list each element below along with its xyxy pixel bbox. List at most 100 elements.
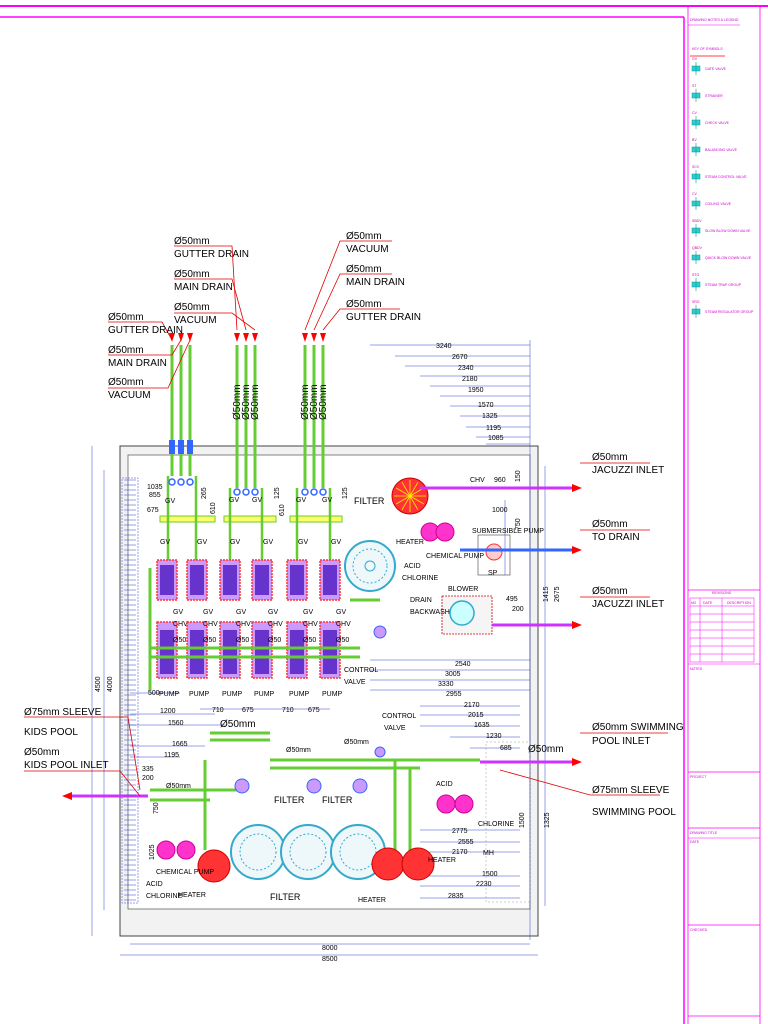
legend-label: COILING VALVE <box>705 202 732 206</box>
pump-label: PUMP <box>159 691 180 698</box>
legend-code: BV <box>692 138 697 142</box>
pump-chv-label: CHV <box>303 621 318 628</box>
notes-label: NOTES <box>690 667 703 671</box>
dim-bottom-3: 1500 <box>482 871 498 878</box>
chv-label-top: CHV <box>470 477 485 484</box>
riser-arrows <box>169 333 326 342</box>
top-valve-label: VALVE <box>344 679 366 686</box>
gv-label-9: GV <box>263 539 273 546</box>
gv-label-5: GV <box>322 497 332 504</box>
dim-mid-0: 2540 <box>455 661 471 668</box>
dim-pump-0: 710 <box>212 707 224 714</box>
pump-label: PUMP <box>289 691 310 698</box>
lower-pipework <box>150 731 480 860</box>
right-gutter-label: GUTTER DRAIN <box>346 312 421 323</box>
lower-acid-label: ACID <box>146 881 163 888</box>
right-wall-hatch <box>485 741 531 903</box>
right-outlet-pipes <box>420 484 582 766</box>
to-drain-label: TO DRAIN <box>592 532 640 543</box>
pump-label: PUMP <box>254 691 275 698</box>
legend-code: GV <box>692 57 698 61</box>
lower-filter-label-2: FILTER <box>322 795 353 805</box>
top-chemical-pumps: CHEMICAL PUMP ACID CHLORINE <box>402 522 484 582</box>
gv-label-2: GV <box>229 497 239 504</box>
dim-bottom-1: 2555 <box>458 839 474 846</box>
lower-heater-label-2: HEATER <box>358 897 386 904</box>
date-label: DATE <box>690 840 700 844</box>
dim-overall-h1: 4500 <box>95 676 102 692</box>
jacuzzi-1-label: JACUZZI INLET <box>592 465 664 476</box>
legend-label: STEAM TRAP GROUP <box>705 283 742 287</box>
dim-left-7: 1025 <box>149 844 156 860</box>
steam-regulator-group-icon <box>691 305 701 318</box>
pump-d50-label: Ø50 <box>173 637 186 644</box>
sheet-frame <box>0 5 768 1024</box>
legend-code: STG <box>692 273 699 277</box>
d50mm-label-1: Ø50mm <box>220 719 256 730</box>
dim-overall-w2: 8500 <box>322 956 338 963</box>
pump-gv-label: GV <box>303 609 313 616</box>
top-heater: HEATER <box>391 477 429 546</box>
right-gutter-size: Ø50mm <box>346 299 382 310</box>
left-gutter-size: Ø50mm <box>108 312 144 323</box>
dim-mid-1: 3005 <box>445 671 461 678</box>
riser-pipes <box>170 345 325 488</box>
lower-heater-label-3: HEATER <box>428 857 456 864</box>
lower-chemical-pumps: CHEMICAL PUMP ACID CHLORINE ACID CHLORIN… <box>146 781 515 900</box>
pump-chv-label: CHV <box>336 621 351 628</box>
kids-inlet-label: KIDS POOL INLET <box>24 760 109 771</box>
gv-label-7: GV <box>197 539 207 546</box>
lower-strainers <box>234 778 368 794</box>
pump-gv-label: GV <box>236 609 246 616</box>
checked-label: CHECKED <box>690 928 708 932</box>
dim-small-9: 125 <box>342 487 349 499</box>
mid-gutter-size: Ø50mm <box>174 236 210 247</box>
pump-label: PUMP <box>189 691 210 698</box>
top-heater-label: HEATER <box>396 539 424 546</box>
top-control-valve: CONTROL VALVE <box>344 625 387 686</box>
dim-small-6: 1000 <box>492 507 508 514</box>
pump-chv-label: CHV <box>268 621 283 628</box>
rev-col-no: NO <box>691 601 697 605</box>
legend-label: QUICK BLOW DOWN VALVE <box>705 256 752 260</box>
dim-left-6: 750 <box>153 802 160 814</box>
check-valve-icon <box>691 116 701 129</box>
riser-label-right-1: Ø50mm <box>300 384 311 420</box>
legend-label: STRAINER <box>705 94 723 98</box>
kids-inlet-size: Ø50mm <box>24 747 60 758</box>
dim-lower-4: 685 <box>500 745 512 752</box>
lower-heaters: HEATER HEATER HEATER <box>178 847 456 904</box>
steam-control-valve-icon <box>691 170 701 183</box>
dim-bottom-5: 2835 <box>448 893 464 900</box>
mid-vac-size: Ø50mm <box>174 302 210 313</box>
legend-item: STG STEAM TRAP GROUP <box>691 273 742 291</box>
pump-headers <box>148 568 380 690</box>
left-vac-size: Ø50mm <box>108 377 144 388</box>
right-main-size: Ø50mm <box>346 264 382 275</box>
top-control-label: CONTROL <box>344 667 378 674</box>
pump-gv-label: GV <box>173 609 183 616</box>
drawing-title-label: DRAWING TITLE <box>690 831 718 835</box>
right-main-label: MAIN DRAIN <box>346 277 405 288</box>
mid-vac-label: VACUUM <box>174 315 217 326</box>
dimension-texts: 3240 2670 2340 2180 1950 1570 1325 1195 … <box>95 343 561 963</box>
legend-code: SCV <box>692 165 700 169</box>
left-pool-notes: Ø50mm GUTTER DRAIN Ø50mm MAIN DRAIN Ø50m… <box>108 312 191 401</box>
dim-overall-w1: 8000 <box>322 945 338 952</box>
legend-label: GATE VALVE <box>705 67 727 71</box>
right-chlorine-label: CHLORINE <box>478 821 515 828</box>
mid-pool-notes: Ø50mm GUTTER DRAIN Ø50mm MAIN DRAIN Ø50m… <box>174 236 256 331</box>
jacuzzi-1-size: Ø50mm <box>592 452 628 463</box>
lower-filters: FILTER FILTER FILTER <box>230 795 386 902</box>
dim-left-8: 500 <box>148 690 160 697</box>
dim-small-3: 265 <box>201 487 208 499</box>
